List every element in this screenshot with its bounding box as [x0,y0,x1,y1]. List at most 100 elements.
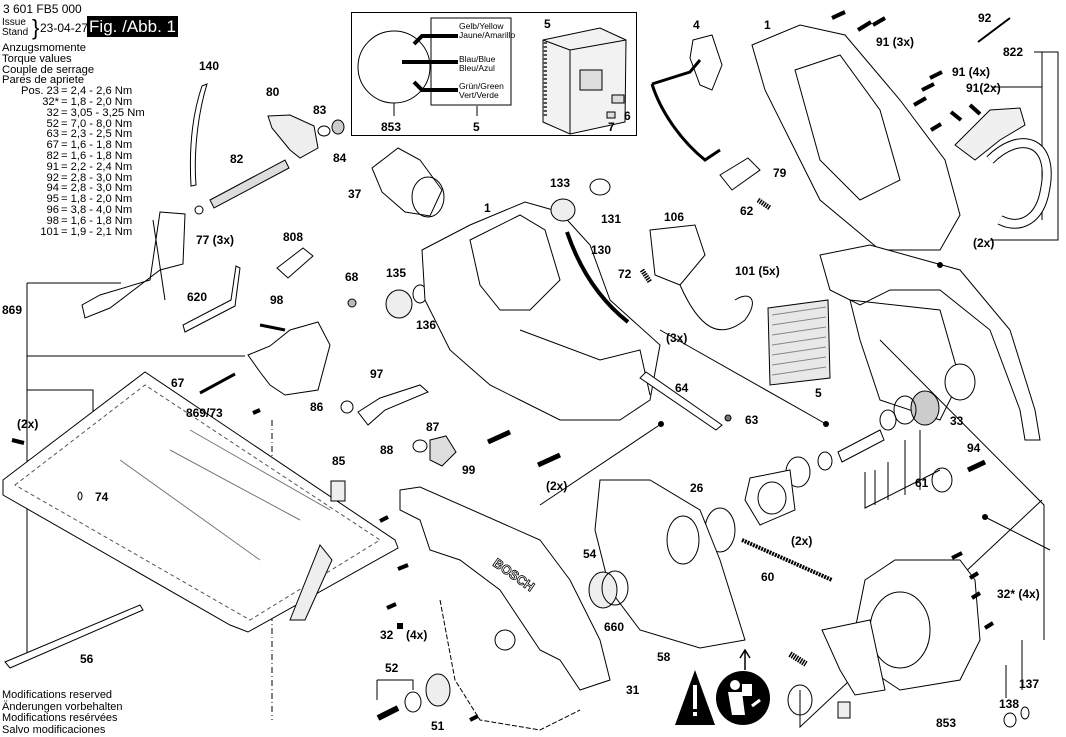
torque-value: = 1,9 - 2,1 Nm [61,225,133,238]
torque-title-de: Anzugsmomente [2,42,86,54]
label-51: 51 [431,719,445,733]
label-5-mid: 5 [815,386,822,400]
label-61: 61 [915,476,929,490]
label-1-main: 1 [484,201,491,215]
label-74: 74 [95,490,109,504]
torque-pos: 67 [46,139,59,152]
label-2x-bolt: (2x) [546,479,568,493]
brace-icon: } [32,15,40,40]
part-77-washer [194,205,204,215]
torque-row: 101= 1,9 - 2,1 Nm [2,225,145,238]
label-56: 56 [80,652,94,666]
torque-pos: 98 [46,214,59,227]
part-82-rod [209,159,290,209]
part-99-nut [429,435,457,467]
part-85 [330,480,346,502]
torque-pos: 92 [46,171,59,184]
torque-row: 92= 2,8 - 3,0 Nm [2,171,145,184]
inset-label-6: 6 [624,109,631,123]
upper-blade-guard [819,244,1041,441]
torque-value: = 1,8 - 2,0 Nm [61,95,133,108]
label-2x-right: (2x) [973,236,995,250]
part-bevel-bracket [247,321,331,396]
label-98: 98 [270,293,284,307]
torque-title-fr: Couple de serrage [2,63,95,76]
torque-value: = 1,6 - 1,8 Nm [61,149,133,162]
part-660-ring [601,570,629,606]
label-32: 32 [380,628,394,642]
part-620-allen-key [182,265,241,333]
label-2x-left: (2x) [17,417,39,431]
part-1-housing-half [751,24,961,251]
torque-pos: 32 [46,106,59,119]
part-gear [910,390,940,426]
label-853: 853 [936,716,957,730]
torque-value: = 1,6 - 1,8 Nm [61,214,133,227]
label-26: 26 [690,481,704,495]
part-54-flange [588,571,618,609]
part-56-ruler [4,604,144,669]
torque-pos: 94 [46,182,59,195]
torque-values: Anzugsmomente Torque values Couple de se… [2,42,145,238]
inset-label-7: 7 [608,120,615,134]
part-84-nut [331,119,345,135]
label-94: 94 [967,441,981,455]
label-62: 62 [740,204,754,218]
label-82: 82 [230,152,244,166]
label-4: 4 [693,18,700,32]
screws-91 [831,10,982,132]
label-32-star-4x: 32* (4x) [997,587,1040,601]
label-3x: (3x) [666,331,688,345]
part-97-lever [357,384,429,426]
label-91-4x: 91 (4x) [952,65,991,79]
torque-row: 63= 2,3 - 2,5 Nm [2,129,145,140]
part-60-spring [741,538,833,582]
torque-title-en: Torque values [2,52,72,65]
part-138-spring [1003,712,1017,728]
label-86: 86 [310,400,324,414]
part-62-spring [756,197,772,211]
part-spindle [837,429,885,463]
inset-label-5-module: 5 [544,17,551,31]
torque-row: 82= 1,6 - 1,8 Nm [2,149,145,162]
label-87: 87 [426,420,440,434]
label-68: 68 [345,270,359,284]
label-83: 83 [313,103,327,117]
label-140: 140 [199,59,220,73]
label-137: 137 [1019,677,1040,691]
part-94-screw [966,459,987,473]
label-80: 80 [266,85,280,99]
part-140 [189,83,208,187]
issue-label-en: Issue [2,17,26,28]
label-33: 33 [950,414,964,428]
inset-label-5-box: 5 [473,120,480,134]
label-31: 31 [626,683,640,697]
torque-row: 32= 3,05 - 3,25 Nm [2,106,145,119]
torque-pos: 95 [46,193,59,206]
torque-row: 95= 1,8 - 2,0 Nm [2,194,145,205]
warning-icon [675,670,715,725]
torque-value: = 7,0 - 8,0 Nm [61,117,133,130]
label-64: 64 [675,381,689,395]
mod-line-en: Modifications reserved [2,689,113,701]
screw-2x-left [11,438,25,445]
wiring-inset [351,12,637,136]
modifications-notice: Modifications reserved Änderungen vorbeh… [2,689,122,736]
torque-title-es: Pares de apriete [2,74,85,87]
issue-date: 23-04-27 [40,21,89,35]
torque-pos: Pos. 23 [21,85,59,98]
part-31-blade-guard [399,486,611,691]
part-808 [276,247,314,279]
torque-value: = 2,8 - 3,0 Nm [61,182,133,195]
label-808: 808 [283,230,304,244]
label-58: 58 [657,650,671,664]
label-91-3x: 91 (3x) [876,35,915,49]
label-54: 54 [583,547,597,561]
part-83-spring [317,125,331,137]
torque-value: = 1,6 - 1,8 Nm [61,139,133,152]
read-manual-icon [716,671,770,725]
